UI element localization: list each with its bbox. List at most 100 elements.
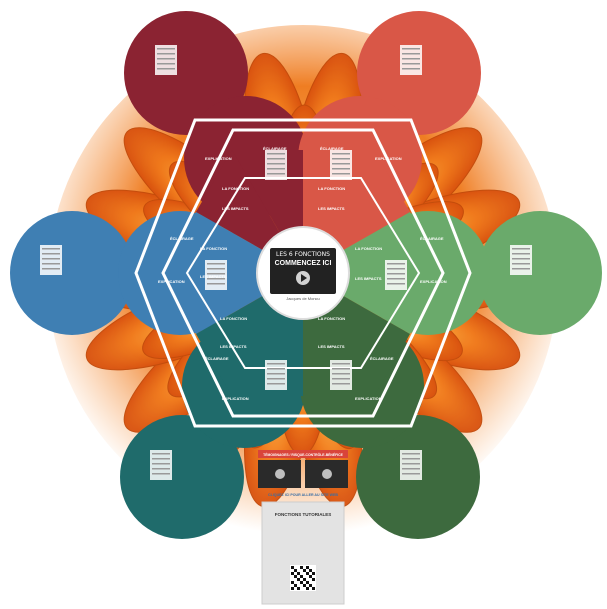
play-icon[interactable] xyxy=(275,469,285,479)
thumbnail-line xyxy=(267,153,285,155)
thumbnail-line xyxy=(157,53,175,55)
thumbnail-line xyxy=(207,273,225,275)
thumbnail-line xyxy=(332,173,350,175)
thumbnail-line xyxy=(387,273,405,275)
thumbnail-line xyxy=(157,63,175,65)
qr-module xyxy=(306,587,309,590)
qr-module xyxy=(303,584,306,587)
center-subtitle: Jacques de Moncu xyxy=(286,296,320,301)
center-hub[interactable]: LES 6 FONCTIONS COMMENCEZ ICI Jacques de… xyxy=(256,226,350,320)
qr-module xyxy=(312,578,315,581)
label-l-explication: EXPLICATION xyxy=(158,279,185,284)
testimony-banner-text: TÉMOIGNAGES / RISQUE-CONTRÔLE-BÉNÉFICE xyxy=(263,452,343,457)
qr-module xyxy=(297,587,300,590)
thumbnail-line xyxy=(152,453,170,455)
qr-module xyxy=(300,581,303,584)
thumbnail-line xyxy=(267,163,285,165)
thumbnail-line xyxy=(152,473,170,475)
qr-module xyxy=(312,587,315,590)
qr-module xyxy=(291,581,294,584)
testimony-banner xyxy=(258,450,348,458)
thumbnail-panel[interactable] xyxy=(155,45,177,75)
thumbnail-line xyxy=(402,58,420,60)
label-tl-impacts: LES IMPACTS xyxy=(222,206,249,211)
label-bl-fonction: LA FONCTION xyxy=(220,316,247,321)
label-r-fonction: LA FONCTION xyxy=(355,246,382,251)
bottom-section: TÉMOIGNAGES / RISQUE-CONTRÔLE-BÉNÉFICE C… xyxy=(258,450,348,605)
play-triangle-icon xyxy=(301,274,307,282)
thumbnail-line xyxy=(152,468,170,470)
thumbnail-panel[interactable] xyxy=(400,45,422,75)
qr-pattern xyxy=(291,566,315,590)
label-tl-explication: EXPLICATION xyxy=(205,156,232,161)
label-bl-explication: EXPLICATION xyxy=(222,396,249,401)
thumbnail-line xyxy=(512,268,530,270)
thumbnail-line xyxy=(512,253,530,255)
thumbnail-panel[interactable] xyxy=(330,360,352,390)
label-l-fonction: LA FONCTION xyxy=(200,246,227,251)
tutorial-card-title: FONCTIONS TUTORIALES xyxy=(275,512,331,517)
label-br-fonction: LA FONCTION xyxy=(318,316,345,321)
circle-right xyxy=(478,211,602,335)
thumbnail-line xyxy=(332,153,350,155)
qr-module xyxy=(306,572,309,575)
qr-module xyxy=(300,566,303,569)
thumbnail-line xyxy=(267,168,285,170)
thumbnail-line xyxy=(332,368,350,370)
play-icon[interactable] xyxy=(322,469,332,479)
qr-module xyxy=(312,572,315,575)
thumbnail-panel[interactable] xyxy=(265,150,287,180)
qr-module xyxy=(306,581,309,584)
thumbnail-line xyxy=(207,283,225,285)
label-l-eclairage: ÉCLAIRAGE xyxy=(170,236,194,241)
thumbnail-panel[interactable] xyxy=(150,450,172,480)
label-br-eclairage: ÉCLAIRAGE xyxy=(370,356,394,361)
qr-module xyxy=(294,569,297,572)
thumbnail-line xyxy=(207,263,225,265)
thumbnail-line xyxy=(42,258,60,260)
thumbnail-line xyxy=(157,48,175,50)
circle-left xyxy=(10,211,134,335)
thumbnail-line xyxy=(267,173,285,175)
website-link[interactable]: CLIQUEZ ICI POUR ALLER AU SITE WEB xyxy=(268,493,338,497)
thumbnail-line xyxy=(332,163,350,165)
thumbnail-panel[interactable] xyxy=(510,245,532,275)
label-tr-fonction: LA FONCTION xyxy=(318,186,345,191)
label-tr-explication: EXPLICATION xyxy=(375,156,402,161)
thumbnail-panel[interactable] xyxy=(385,260,407,290)
qr-module xyxy=(303,569,306,572)
thumbnail-panel[interactable] xyxy=(400,450,422,480)
thumbnail-line xyxy=(512,263,530,265)
qr-module xyxy=(297,572,300,575)
qr-module xyxy=(303,578,306,581)
thumbnail-line xyxy=(402,48,420,50)
qr-module xyxy=(309,584,312,587)
thumbnail-panel[interactable] xyxy=(265,360,287,390)
thumbnail-line xyxy=(402,53,420,55)
thumbnail-line xyxy=(332,378,350,380)
thumbnail-line xyxy=(267,378,285,380)
qr-module xyxy=(300,575,303,578)
thumbnail-line xyxy=(332,383,350,385)
qr-module xyxy=(294,584,297,587)
center-title-line1: LES 6 FONCTIONS xyxy=(276,251,330,258)
label-r-eclairage: ÉCLAIRAGE xyxy=(420,236,444,241)
thumbnail-line xyxy=(387,263,405,265)
qr-module xyxy=(306,566,309,569)
thumbnail-panel[interactable] xyxy=(330,150,352,180)
thumbnail-line xyxy=(402,468,420,470)
label-tl-fonction: LA FONCTION xyxy=(222,186,249,191)
qr-module xyxy=(309,569,312,572)
label-tr-eclairage: ÉCLAIRAGE xyxy=(320,146,344,151)
qr-module xyxy=(291,587,294,590)
label-tr-impacts: LES IMPACTS xyxy=(318,206,345,211)
label-r-impacts: LES IMPACTS xyxy=(355,276,382,281)
thumbnail-panel[interactable] xyxy=(205,260,227,290)
thumbnail-line xyxy=(512,248,530,250)
thumbnail-line xyxy=(207,268,225,270)
thumbnail-panel[interactable] xyxy=(40,245,62,275)
thumbnail-line xyxy=(332,363,350,365)
label-br-explication: EXPLICATION xyxy=(355,396,382,401)
thumbnail-line xyxy=(402,63,420,65)
thumbnail-line xyxy=(332,373,350,375)
